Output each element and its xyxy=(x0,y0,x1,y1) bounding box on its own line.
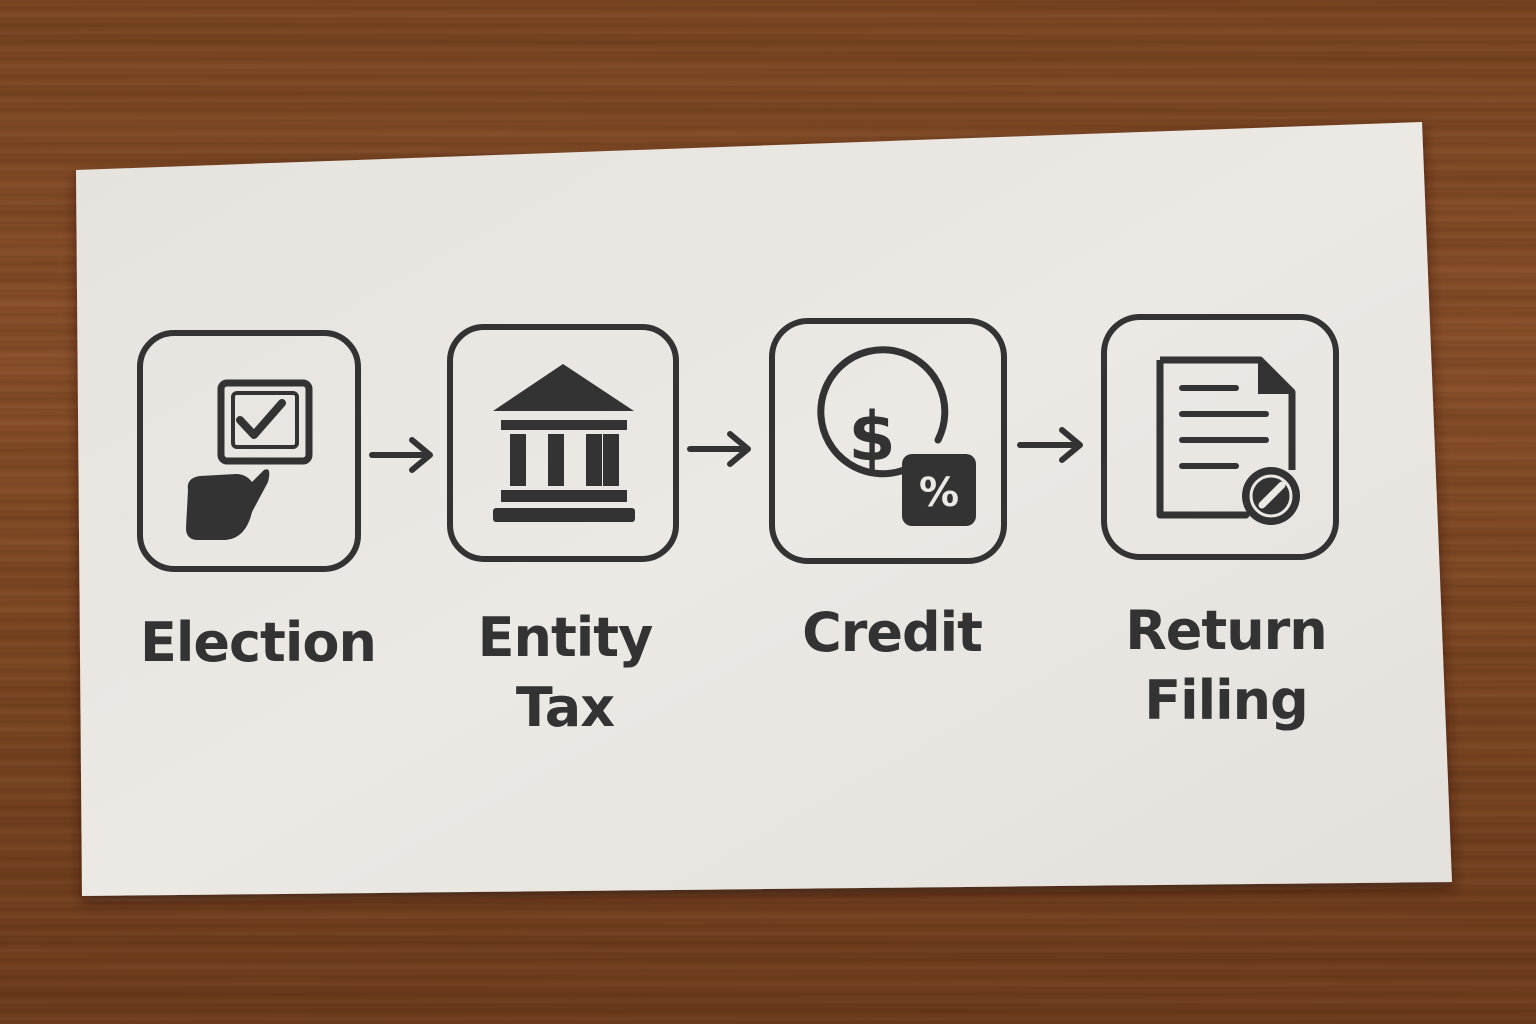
label-return-filing-line2: Filing xyxy=(1144,669,1309,732)
label-election-line1: Election xyxy=(140,611,377,674)
dollar-percent-icon: $ % xyxy=(817,346,976,526)
label-entity-tax-line1: Entity xyxy=(477,606,654,669)
step-credit: $ % xyxy=(769,318,1007,564)
step-return-filing xyxy=(1101,314,1339,560)
credit-frame xyxy=(769,318,1007,564)
entity-tax-frame xyxy=(447,324,679,562)
document-edit-icon xyxy=(1156,356,1300,525)
step-election xyxy=(137,330,361,572)
label-election: Election xyxy=(140,608,377,678)
step-entity-tax xyxy=(447,324,679,562)
arrow-2 xyxy=(687,431,751,467)
label-credit-line1: Credit xyxy=(802,601,983,664)
label-return-filing-line1: Return xyxy=(1125,599,1328,662)
election-frame xyxy=(137,330,361,572)
label-entity-tax: Entity Tax xyxy=(452,603,678,743)
arrow-1 xyxy=(369,437,433,473)
return-filing-frame xyxy=(1101,314,1339,560)
paper-card xyxy=(76,122,1452,896)
svg-text:$: $ xyxy=(848,398,895,477)
label-entity-tax-line2: Tax xyxy=(515,676,615,739)
label-credit: Credit xyxy=(776,598,1008,668)
government-building-icon xyxy=(493,364,635,522)
ballot-check-icon xyxy=(186,379,313,540)
label-return-filing: Return Filing xyxy=(1110,596,1342,736)
arrow-3 xyxy=(1017,427,1083,463)
svg-text:%: % xyxy=(919,470,959,516)
